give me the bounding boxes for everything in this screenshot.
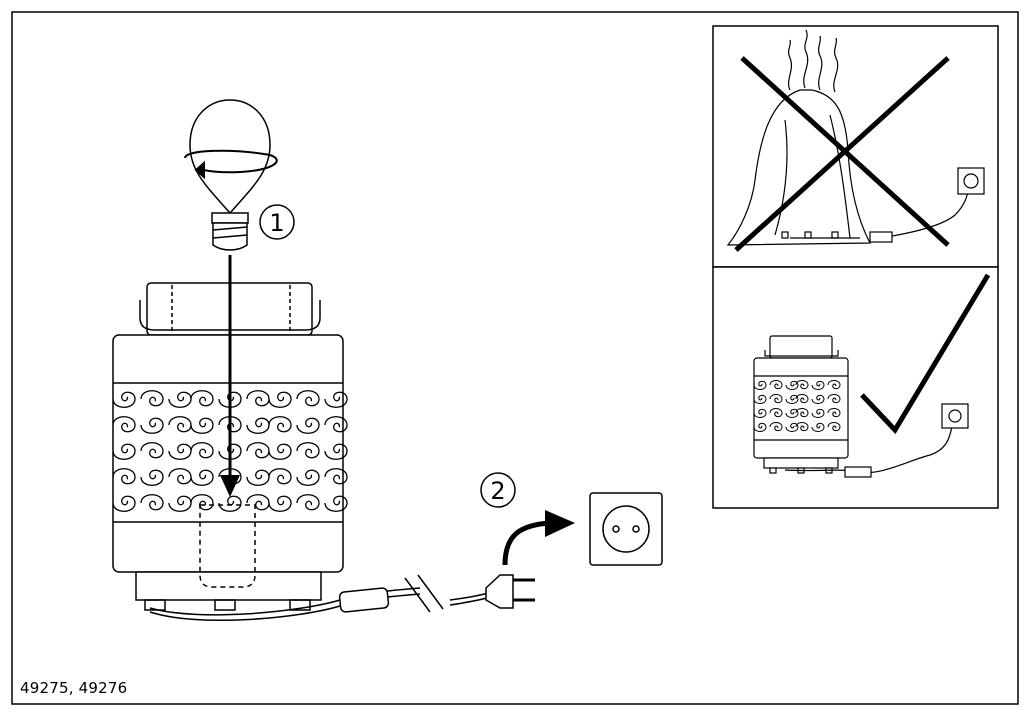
swirl-ornament xyxy=(753,394,767,404)
model-code: 49275, 49276 xyxy=(20,679,128,697)
swirl-ornament xyxy=(827,380,841,390)
swirl-ornament xyxy=(753,422,767,432)
decorative-swirl-pattern xyxy=(112,390,348,512)
swirl-ornament xyxy=(112,416,136,433)
step-2-label: 2 xyxy=(490,477,505,505)
swirl-ornament xyxy=(246,417,270,434)
swirl-ornament xyxy=(324,443,348,460)
swirl-ornament xyxy=(112,391,136,408)
swirl-ornament xyxy=(168,391,192,408)
swirl-ornament xyxy=(190,442,214,459)
swirl-ornament xyxy=(268,391,292,408)
swirl-ornament xyxy=(112,443,136,460)
swirl-ornament xyxy=(785,408,799,418)
swirl-ornament xyxy=(296,494,320,511)
step-1-label: 1 xyxy=(269,209,284,237)
swirl-ornament xyxy=(246,390,270,407)
swirl-ornament xyxy=(140,417,164,434)
swirl-ornament xyxy=(324,391,348,408)
swirl-ornament xyxy=(168,443,192,460)
swirl-ornament xyxy=(324,495,348,512)
swirl-ornament xyxy=(785,394,799,404)
step-2-marker: 2 xyxy=(480,472,516,508)
swirl-ornament xyxy=(190,390,214,407)
swirl-ornament xyxy=(168,495,192,512)
swirl-ornament xyxy=(811,394,825,404)
swirl-ornament xyxy=(246,469,270,486)
power-cable xyxy=(149,574,489,622)
swirl-ornament xyxy=(140,469,164,486)
swirl-ornament xyxy=(296,390,320,407)
swirl-ornament xyxy=(190,417,214,434)
plug-in-arrow xyxy=(502,520,551,566)
swirl-ornament xyxy=(112,495,136,512)
light-bulb-icon xyxy=(189,99,271,251)
swirl-ornament xyxy=(811,408,825,418)
swirl-ornament xyxy=(827,394,841,404)
swirl-ornament xyxy=(785,422,799,432)
swirl-ornament xyxy=(769,408,783,418)
swirl-ornament xyxy=(112,468,136,485)
swirl-ornament xyxy=(168,468,192,485)
swirl-ornament xyxy=(324,416,348,433)
swirl-ornament xyxy=(753,380,767,390)
swirl-ornament xyxy=(296,469,320,486)
swirl-ornament xyxy=(296,442,320,459)
correct-usage-panel xyxy=(712,266,999,509)
swirl-ornament xyxy=(246,494,270,511)
swirl-ornament xyxy=(827,408,841,418)
swirl-ornament xyxy=(811,422,825,432)
swirl-ornament xyxy=(140,442,164,459)
swirl-ornament xyxy=(795,380,809,390)
cord-switch xyxy=(338,587,390,613)
swirl-ornament xyxy=(324,468,348,485)
swirl-ornament xyxy=(190,494,214,511)
swirl-ornament xyxy=(795,394,809,404)
swirl-ornament xyxy=(811,380,825,390)
swirl-ornament xyxy=(168,416,192,433)
swirl-ornament xyxy=(827,422,841,432)
swirl-ornament xyxy=(769,422,783,432)
check-mark-icon xyxy=(860,273,991,435)
swirl-ornament xyxy=(769,380,783,390)
swirl-ornament xyxy=(140,390,164,407)
swirl-ornament xyxy=(246,442,270,459)
swirl-ornament xyxy=(190,469,214,486)
rotate-arrow-icon xyxy=(184,149,278,180)
wall-socket-icon xyxy=(589,492,663,566)
lamp-main xyxy=(112,282,344,611)
swirl-ornament xyxy=(268,443,292,460)
swirl-ornament xyxy=(268,495,292,512)
swirl-ornament xyxy=(140,494,164,511)
swirl-ornament xyxy=(268,468,292,485)
wrong-usage-panel xyxy=(712,25,999,268)
swirl-ornament xyxy=(296,417,320,434)
diagram-border xyxy=(11,11,1019,705)
decorative-swirl-pattern-small xyxy=(753,380,841,432)
swirl-ornament xyxy=(218,495,242,512)
power-plug-icon xyxy=(485,574,535,609)
swirl-ornament xyxy=(753,408,767,418)
step-1-marker: 1 xyxy=(259,204,295,240)
swirl-ornament xyxy=(795,422,809,432)
swirl-ornament xyxy=(769,394,783,404)
swirl-ornament xyxy=(268,416,292,433)
swirl-ornament xyxy=(785,380,799,390)
swirl-ornament xyxy=(795,408,809,418)
